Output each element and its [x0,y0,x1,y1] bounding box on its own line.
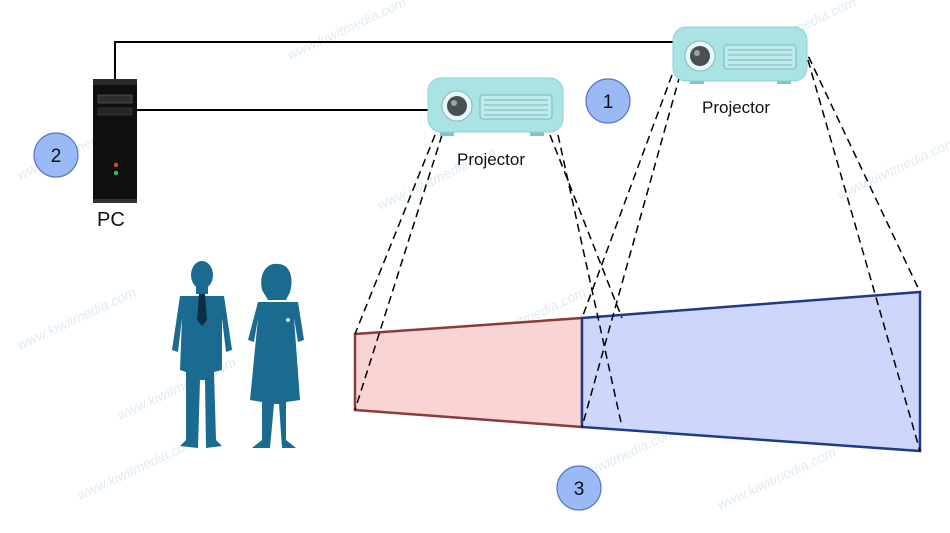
beams-projector-2 [581,44,921,452]
watermark-text: www.kiwitmedia.com [835,133,950,202]
beams-projector-1 [354,134,623,428]
projector-1 [427,77,564,136]
projector-2-vent [723,44,797,70]
watermark-text: www.kiwitmedia.com [715,443,839,512]
screen-blue [580,290,922,453]
man-figure [172,261,232,448]
badge-3-text: 3 [574,479,585,500]
projector-1-label: Projector [457,150,525,169]
badge-3: 3 [556,465,602,511]
projector-2 [672,26,808,84]
people-figures [172,261,304,448]
badge-2: 2 [33,132,79,178]
watermark-text: www.kiwitmedia.com [15,283,139,352]
projector-1-vent [479,94,553,120]
projector-2-label: Projector [702,98,770,117]
pc-tower [93,79,137,203]
cables [114,41,685,111]
woman-figure [248,263,304,448]
badge-1-text: 1 [603,92,614,113]
pc-power-led [113,162,119,168]
screen-red [353,316,584,429]
pc-status-led [113,170,119,176]
cable-to-projector-2 [114,41,685,80]
pc-drive-bay [97,94,133,104]
pc-label: PC [97,209,125,231]
watermark-text: www.kiwitmedia.com [285,0,409,63]
badge-2-text: 2 [51,146,62,167]
watermark-text: www.kiwitmedia.com [75,433,199,502]
badge-1: 1 [585,78,631,124]
